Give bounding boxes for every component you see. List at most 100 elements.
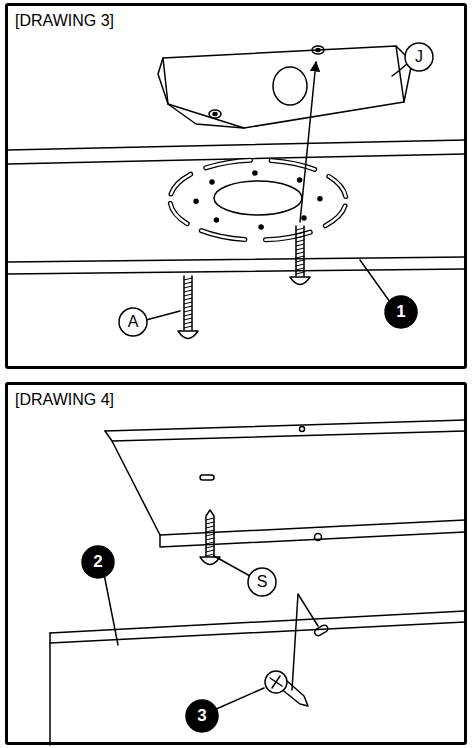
mounting-bracket	[209, 110, 221, 118]
ceiling-plate	[325, 206, 345, 226]
ceiling-plate	[170, 203, 187, 223]
screw	[296, 236, 304, 238]
screw-s	[206, 518, 214, 520]
ceiling-plate	[325, 206, 345, 226]
screw-a	[184, 294, 192, 296]
callout-number: 2	[81, 545, 115, 579]
screw-s	[206, 538, 214, 540]
callout-number: 1	[384, 295, 418, 329]
mounting-plate	[105, 420, 465, 547]
ceiling-plate	[206, 160, 251, 168]
fixture-panel	[49, 643, 51, 745]
mounting-plate	[112, 441, 160, 535]
callout-circle	[119, 308, 147, 336]
callout-label: J	[404, 42, 434, 72]
screw-a	[184, 276, 192, 330]
leader-line	[214, 688, 264, 710]
leader-line	[146, 311, 180, 320]
leader-line	[214, 556, 250, 576]
mounting-bracket	[213, 113, 217, 116]
screw-a	[178, 331, 198, 339]
mounting-bracket	[273, 67, 307, 105]
ceiling-plate	[253, 171, 257, 175]
screw-s	[206, 534, 214, 536]
screw-s	[206, 522, 214, 524]
mounting-plate	[105, 431, 465, 441]
screw	[296, 244, 304, 246]
screw	[296, 240, 304, 242]
ceiling-plate	[170, 160, 345, 240]
screw	[296, 260, 304, 262]
mounting-bracket	[312, 46, 324, 54]
screw-a	[184, 314, 192, 316]
alignment-line	[292, 594, 318, 690]
mounting-bracket	[316, 49, 320, 52]
mounting-plate	[315, 534, 322, 541]
leader-line	[392, 63, 408, 76]
screw-s	[206, 510, 214, 556]
callout-label: 2	[81, 545, 115, 579]
ceiling-plate	[329, 176, 346, 196]
callout-label: 3	[185, 699, 219, 733]
screw	[290, 226, 310, 285]
screw-s	[200, 510, 220, 565]
callout-label: A	[118, 307, 148, 337]
mounting-bracket	[163, 46, 404, 128]
leader-line	[104, 574, 118, 645]
ceiling-plate	[170, 203, 187, 223]
screw-s	[206, 518, 214, 556]
screw-3	[270, 676, 282, 688]
ceiling-plate	[201, 231, 245, 240]
mounting-bracket	[158, 58, 168, 104]
screw-a	[184, 278, 192, 328]
screw	[296, 252, 304, 254]
callout-letter: S	[247, 567, 277, 597]
callout-circle	[186, 700, 218, 732]
screw-a	[184, 290, 192, 292]
ceiling-plate	[298, 178, 302, 182]
callout-label: 1	[384, 295, 418, 329]
callout-number: 3	[185, 699, 219, 733]
screw	[290, 277, 310, 285]
screw	[296, 232, 304, 234]
screw	[296, 268, 304, 270]
screw-s	[206, 550, 214, 552]
screw-a	[184, 286, 192, 288]
ceiling-plate	[214, 218, 218, 222]
callout-letter: A	[118, 307, 148, 337]
callout-circle	[82, 546, 114, 578]
screw-a	[184, 326, 192, 328]
screw-3	[265, 671, 308, 706]
screw-a	[184, 310, 192, 312]
mounting-plate	[200, 475, 214, 480]
screw-a	[184, 298, 192, 300]
screw	[296, 264, 304, 266]
mounting-bracket	[158, 46, 412, 128]
screw-a	[178, 276, 198, 339]
ceiling-plate	[201, 231, 245, 240]
ceiling-plate	[318, 197, 322, 201]
drawing-panel: [DRAWING 4]2S3	[5, 382, 467, 745]
fixture-panel	[313, 624, 329, 637]
screw	[296, 228, 304, 274]
ceiling-plate	[171, 174, 191, 194]
screw	[296, 272, 304, 274]
illustration	[8, 46, 465, 745]
fixture-panel	[50, 611, 465, 745]
screw	[296, 256, 304, 258]
drawing-panel: [DRAWING 3]JA1	[5, 3, 467, 369]
screw-s	[206, 526, 214, 528]
ceiling-plate	[259, 225, 263, 229]
mounting-bracket	[168, 104, 244, 128]
screw-3	[265, 671, 287, 693]
assembly-arrow	[300, 62, 316, 222]
mounting-plate	[300, 427, 305, 432]
ceiling-plate	[171, 174, 191, 194]
screw-s	[206, 554, 214, 556]
ceiling-plate	[302, 216, 306, 220]
callout-circle	[405, 43, 433, 71]
ceiling-plate	[8, 257, 465, 262]
callout-circle	[385, 296, 417, 328]
screw-a	[184, 306, 192, 308]
